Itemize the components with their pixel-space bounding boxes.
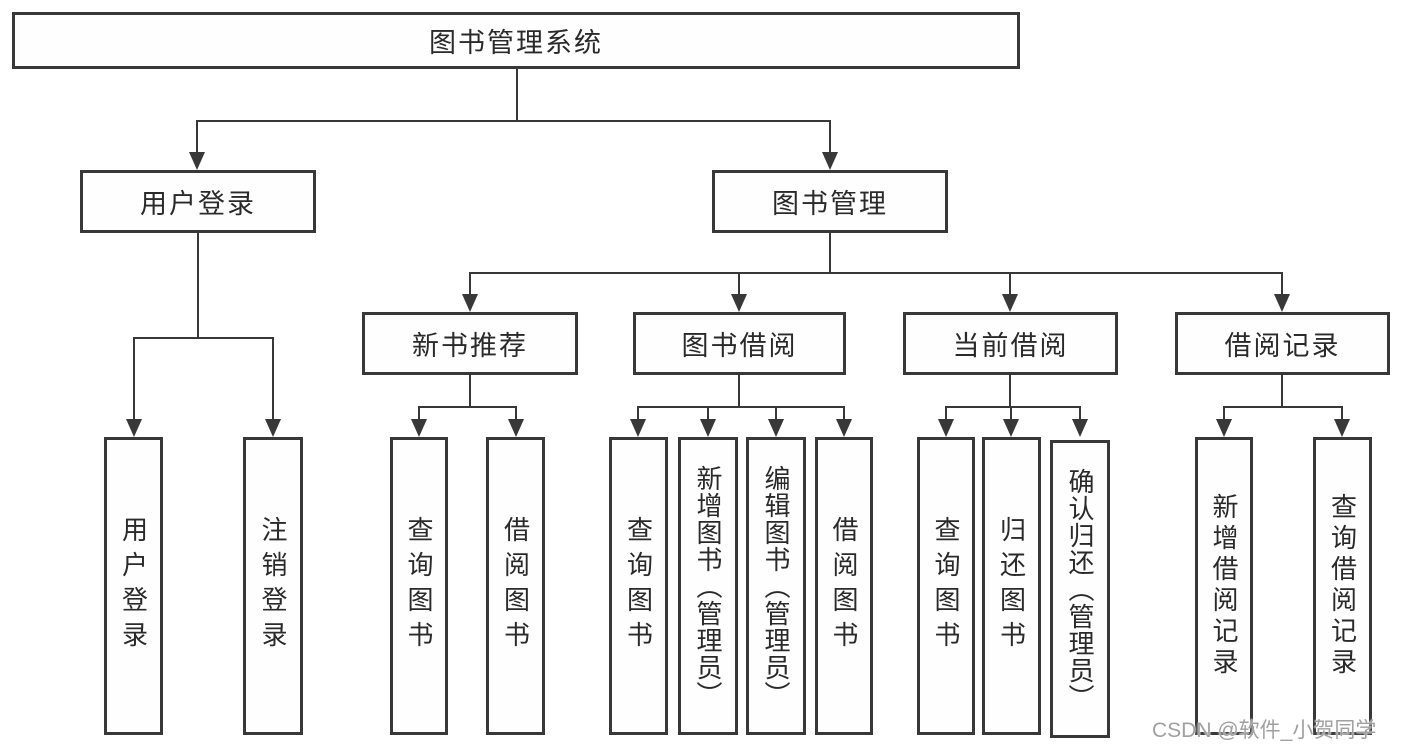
leaf-query-books-recommend-label: 查询图书 (404, 516, 434, 656)
leaf-query-books-borrowing: 查询图书 (609, 437, 668, 735)
node-user-login-label: 用户登录 (140, 189, 256, 219)
connector-drop-records (1281, 272, 1283, 296)
node-library-system: 图书管理系统 (12, 12, 1020, 69)
connector-drop-query1 (418, 406, 420, 421)
connector-drop-queryrecord (1341, 406, 1343, 421)
arrowhead-current-icon (1002, 294, 1018, 312)
arrowhead-query3-icon (938, 419, 954, 437)
connector-drop-user-login (133, 337, 135, 421)
node-book-borrowing-label: 图书借阅 (681, 331, 798, 361)
connector-drop-editbook (775, 406, 777, 421)
connector-records-stub (1281, 375, 1283, 408)
arrowhead-logout-icon (265, 419, 281, 437)
leaf-edit-book-admin-label: 编辑图书（管理员） (761, 464, 791, 708)
connector-borrowing-rail (637, 406, 845, 408)
connector-drop-logout (272, 337, 274, 421)
node-user-login: 用户登录 (80, 170, 316, 233)
connector-drop-query3 (945, 406, 947, 421)
leaf-borrow-books-label: 借阅图书 (829, 516, 859, 656)
node-book-management-label: 图书管理 (772, 189, 888, 219)
leaf-edit-book-admin: 编辑图书（管理员） (746, 437, 806, 735)
connector-drop-confirm (1079, 406, 1081, 421)
connector-newbook-rail (418, 406, 517, 408)
connector-drop-current (1009, 272, 1011, 296)
node-new-book-recommendation: 新书推荐 (362, 312, 578, 375)
arrowhead-newbook-icon (462, 294, 478, 312)
connector-management-stub (829, 233, 831, 274)
node-book-borrowing: 图书借阅 (633, 312, 846, 375)
arrowhead-login-icon (189, 152, 205, 170)
arrowhead-borrow1-icon (508, 419, 524, 437)
leaf-query-borrow-record: 查询借阅记录 (1313, 437, 1372, 735)
arrowhead-user-login-icon (126, 419, 142, 437)
connector-login-rail (133, 337, 274, 339)
leaf-query-books-recommend: 查询图书 (390, 437, 448, 735)
arrowhead-addrecord-icon (1216, 419, 1232, 437)
arrowhead-editbook-icon (768, 419, 784, 437)
leaf-query-borrow-record-label: 查询借阅记录 (1327, 493, 1358, 679)
connector-level3-rail (469, 272, 1283, 274)
connector-newbook-stub (469, 375, 471, 408)
connector-drop-query2 (637, 406, 639, 421)
leaf-add-book-admin: 新增图书（管理员） (678, 437, 738, 735)
leaf-user-login-label: 用户登录 (118, 516, 149, 656)
arrowhead-addbook-icon (700, 419, 716, 437)
node-library-system-label: 图书管理系统 (429, 28, 603, 58)
connector-records-rail (1223, 406, 1343, 408)
connector-login-stub (197, 233, 199, 339)
connector-borrowing-stub (738, 375, 740, 408)
node-borrowing-records: 借阅记录 (1175, 312, 1390, 375)
watermark: CSDN @软件_小贺同学 (1152, 719, 1377, 742)
leaf-query-books-current-label: 查询图书 (931, 516, 961, 656)
arrowhead-confirm-icon (1072, 419, 1088, 437)
arrowhead-return-icon (1003, 419, 1019, 437)
arrowhead-query1-icon (411, 419, 427, 437)
arrowhead-borrowing-icon (731, 294, 747, 312)
connector-drop-management (829, 120, 831, 154)
arrowhead-query2-icon (630, 419, 646, 437)
connector-drop-login (196, 120, 198, 154)
connector-current-stub (1009, 375, 1011, 408)
arrowhead-borrow2-icon (836, 419, 852, 437)
connector-drop-addbook (707, 406, 709, 421)
leaf-borrow-books-recommend: 借阅图书 (486, 437, 545, 735)
connector-drop-borrowing (738, 272, 740, 296)
leaf-borrow-books-recommend-label: 借阅图书 (500, 516, 531, 656)
leaf-query-books-borrowing-label: 查询图书 (623, 516, 654, 656)
node-current-borrowing: 当前借阅 (903, 312, 1118, 375)
leaf-add-borrow-record: 新增借阅记录 (1195, 437, 1253, 735)
node-borrowing-records-label: 借阅记录 (1224, 331, 1341, 361)
leaf-add-book-admin-label: 新增图书（管理员） (693, 464, 723, 708)
arrowhead-queryrecord-icon (1334, 419, 1350, 437)
leaf-logout: 注销登录 (243, 437, 303, 735)
connector-level2-rail (196, 120, 831, 122)
connector-drop-newbook (469, 272, 471, 296)
leaf-confirm-return-admin: 确认归还（管理员） (1050, 440, 1110, 738)
arrowhead-records-icon (1274, 294, 1290, 312)
node-current-borrowing-label: 当前借阅 (952, 331, 1069, 361)
connector-drop-borrow1 (515, 406, 517, 421)
connector-drop-addrecord (1223, 406, 1225, 421)
leaf-query-books-current: 查询图书 (917, 437, 975, 735)
connector-drop-return (1010, 406, 1012, 421)
leaf-borrow-books: 借阅图书 (815, 437, 873, 735)
leaf-confirm-return-admin-label: 确认归还（管理员） (1065, 467, 1095, 711)
leaf-return-books-label: 归还图书 (996, 516, 1027, 656)
node-new-book-recommendation-label: 新书推荐 (412, 331, 528, 361)
arrowhead-management-icon (822, 152, 838, 170)
leaf-logout-label: 注销登录 (258, 516, 288, 656)
node-book-management: 图书管理 (712, 170, 948, 233)
leaf-add-borrow-record-label: 新增借阅记录 (1209, 493, 1239, 679)
leaf-return-books: 归还图书 (982, 437, 1041, 735)
leaf-user-login: 用户登录 (104, 437, 163, 735)
connector-current-rail (945, 406, 1081, 408)
connector-drop-borrow2 (843, 406, 845, 421)
connector-root-stub (516, 68, 518, 122)
